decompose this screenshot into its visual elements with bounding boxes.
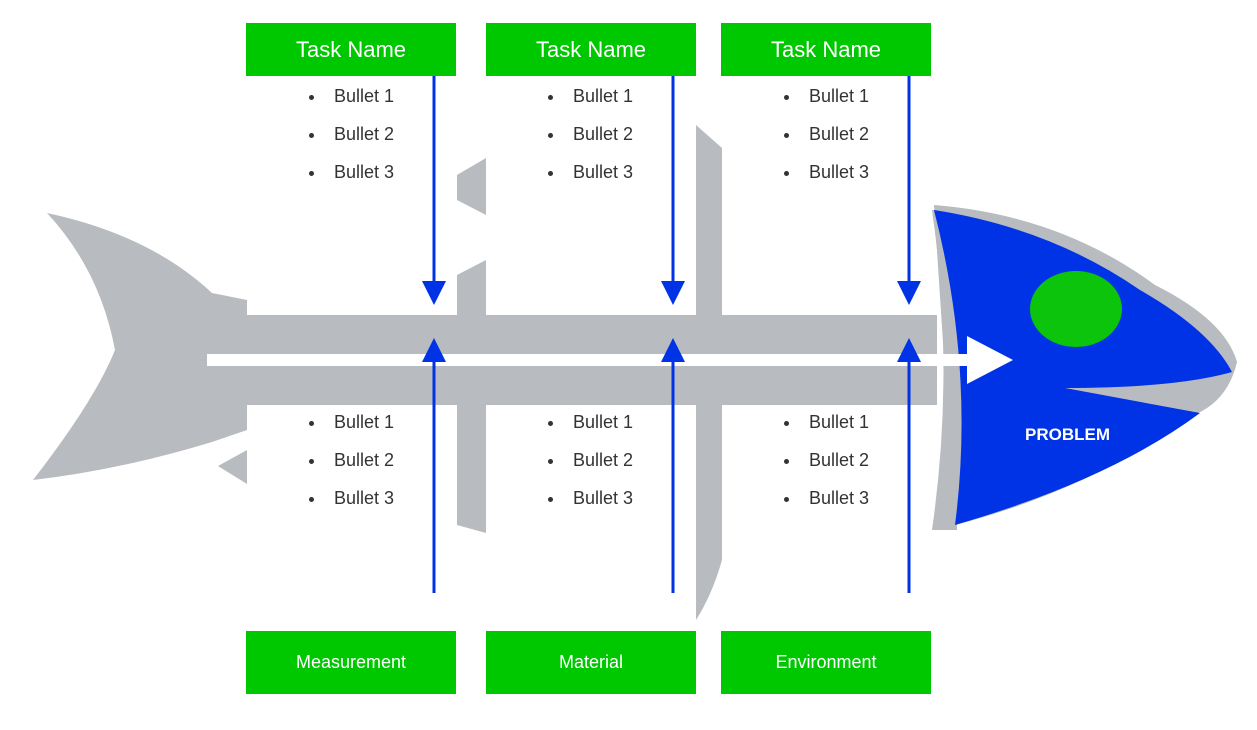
bullet-item: Bullet 2 — [326, 124, 394, 162]
bullet-item: Bullet 1 — [801, 86, 869, 124]
rib-bottom-2 — [696, 405, 722, 620]
bullet-item: Bullet 2 — [565, 450, 633, 488]
top-category-3-title: Task Name — [721, 23, 931, 76]
fish-tail-fin — [218, 450, 247, 484]
top-category-1-title: Task Name — [246, 23, 456, 76]
bottom-category-3-bullets: Bullet 1 Bullet 2 Bullet 3 — [771, 412, 869, 526]
rib-bottom-1 — [457, 405, 486, 533]
bullet-item: Bullet 3 — [565, 162, 633, 200]
fish-head — [934, 210, 1232, 525]
bullet-item: Bullet 1 — [565, 86, 633, 124]
bullet-item: Bullet 3 — [326, 488, 394, 526]
bullet-item: Bullet 1 — [326, 86, 394, 124]
bullet-item: Bullet 1 — [326, 412, 394, 450]
bullet-item: Bullet 2 — [801, 124, 869, 162]
bullet-item: Bullet 2 — [801, 450, 869, 488]
rib-top-1 — [457, 158, 486, 215]
spine-lower — [247, 365, 937, 405]
top-category-3-bullets: Bullet 1 Bullet 2 Bullet 3 — [771, 86, 869, 200]
bottom-category-3-title: Environment — [721, 631, 931, 694]
bottom-category-1-title: Measurement — [246, 631, 456, 694]
fish-eye — [1030, 271, 1122, 347]
spine-upper — [247, 315, 937, 355]
bullet-item: Bullet 3 — [326, 162, 394, 200]
bottom-category-1-bullets: Bullet 1 Bullet 2 Bullet 3 — [296, 412, 394, 526]
spine-arrow — [207, 336, 1013, 384]
bullet-item: Bullet 3 — [801, 162, 869, 200]
problem-label: PROBLEM — [1025, 425, 1110, 444]
bullet-item: Bullet 2 — [565, 124, 633, 162]
top-category-1-bullets: Bullet 1 Bullet 2 Bullet 3 — [296, 86, 394, 200]
bottom-category-2-title: Material — [486, 631, 696, 694]
bullet-item: Bullet 3 — [801, 488, 869, 526]
bullet-item: Bullet 2 — [326, 450, 394, 488]
rib-top-1-stem — [457, 260, 486, 315]
top-category-2-bullets: Bullet 1 Bullet 2 Bullet 3 — [535, 86, 633, 200]
fish-tail — [33, 213, 247, 480]
bullet-item: Bullet 1 — [565, 412, 633, 450]
rib-top-2 — [696, 125, 722, 315]
bullet-item: Bullet 1 — [801, 412, 869, 450]
bullet-item: Bullet 3 — [565, 488, 633, 526]
bottom-category-2-bullets: Bullet 1 Bullet 2 Bullet 3 — [535, 412, 633, 526]
top-category-2-title: Task Name — [486, 23, 696, 76]
